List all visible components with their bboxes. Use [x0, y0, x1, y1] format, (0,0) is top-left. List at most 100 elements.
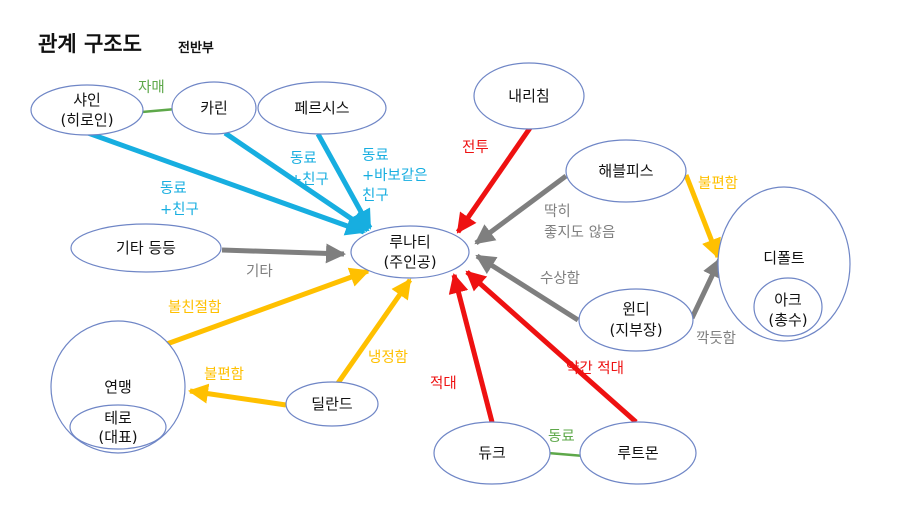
node-shine-line1: 샤인 [73, 91, 101, 109]
svg-text:수상함: 수상함 [540, 270, 580, 287]
svg-text:연맹: 연맹 [104, 378, 132, 396]
label-karin-lunati-2: +친구 [290, 171, 329, 188]
label-ferresis-lunati-3: 친구 [362, 187, 389, 204]
svg-text:(히로인): (히로인) [60, 111, 113, 129]
edge-duke-lutmon [547, 451, 585, 458]
node-lunati: 루나티 (주인공) [350, 225, 470, 279]
edge-shine-karin [141, 107, 177, 114]
node-duke-line1: 듀크 [478, 444, 506, 462]
edge-dilland-yeonmaeng [188, 383, 287, 408]
label-dilland-lunati: 냉정함 [368, 349, 408, 366]
edge-lutmon-lunati [465, 270, 638, 424]
svg-text:페르시스: 페르시스 [294, 99, 349, 117]
node-duke: 듀크 [433, 421, 551, 485]
label-jamae: 자매 [138, 79, 165, 96]
edge-dilland-lunati [335, 278, 413, 385]
node-ark-line1: 아크 [774, 291, 802, 309]
node-lunati-line1: 루나티 [389, 233, 430, 251]
node-dilland: 딜란드 [285, 381, 379, 427]
diagram-title: 관계 구조도 [38, 32, 142, 56]
svg-text:동료: 동료 [160, 181, 187, 197]
svg-text:불편함: 불편함 [698, 175, 738, 192]
node-lutmon: 루트몬 [579, 421, 697, 485]
svg-text:딜란드: 딜란드 [311, 395, 353, 413]
svg-text:테로: 테로 [104, 409, 132, 427]
svg-text:루트몬: 루트몬 [617, 444, 658, 462]
label-lutmon-lunati: 약간 적대 [566, 360, 624, 377]
node-karin-line1: 카린 [200, 99, 228, 117]
node-ferresis: 페르시스 [257, 81, 387, 135]
edge-hablepis-lunati [474, 173, 568, 246]
svg-text:냉정함: 냉정함 [368, 349, 408, 366]
edge-gita-lunati [221, 243, 346, 264]
node-ferresis-line1: 페르시스 [294, 99, 349, 117]
edge-hablepis-depolt [683, 174, 721, 259]
node-depolt-line1: 디폴트 [763, 249, 805, 267]
svg-text:전투: 전투 [462, 139, 489, 156]
svg-text:불친절함: 불친절함 [168, 299, 221, 316]
svg-text:약간 적대: 약간 적대 [566, 360, 624, 377]
label-ferresis-lunati-1: 동료 [362, 148, 389, 164]
label-duke-lutmon: 동료 [548, 429, 575, 445]
svg-text:(대표): (대표) [98, 428, 137, 446]
label-hablepis-lunati-2: 좋지도 않음 [544, 224, 615, 241]
svg-text:딱히: 딱히 [544, 203, 571, 220]
node-dilland-line1: 딜란드 [311, 395, 353, 413]
svg-text:깍듯함: 깍듯함 [696, 330, 736, 347]
node-hablepis: 해블피스 [565, 139, 687, 203]
svg-text:동료: 동료 [362, 148, 389, 164]
svg-text:기타: 기타 [246, 263, 273, 280]
label-nerichim-lunati: 전투 [462, 139, 489, 156]
label-hablepis-lunati-1: 딱히 [544, 203, 571, 220]
node-gita-line1: 기타 등등 [116, 239, 176, 257]
svg-text:내리침: 내리침 [508, 87, 549, 105]
label-gita-lunati: 기타 [246, 263, 273, 280]
label-duke-lunati: 적대 [430, 375, 457, 392]
svg-text:샤인: 샤인 [73, 91, 101, 109]
svg-text:(총수): (총수) [768, 311, 807, 329]
svg-text:친구: 친구 [362, 187, 389, 204]
label-hablepis-depolt: 불편함 [698, 175, 738, 192]
label-karin-lunati-1: 동료 [290, 151, 317, 167]
node-tero: 테로 (대표) [69, 404, 167, 450]
svg-text:적대: 적대 [430, 375, 457, 392]
svg-text:기타 등등: 기타 등등 [116, 239, 176, 257]
node-tero-line1: 테로 [104, 409, 132, 427]
svg-text:동료: 동료 [290, 151, 317, 167]
label-yeonmaeng-lunati: 불친절함 [168, 299, 221, 316]
label-windy-lunati: 수상함 [540, 270, 580, 287]
svg-text:카린: 카린 [200, 99, 228, 117]
label-ferresis-lunati-2: +바보같은 [362, 167, 428, 184]
svg-text:좋지도 않음: 좋지도 않음 [544, 224, 615, 241]
edge-windy-depolt [689, 257, 723, 320]
node-shine: 샤인 (히로인) [30, 84, 144, 136]
edge-windy-lunati [475, 253, 580, 323]
svg-text:듀크: 듀크 [478, 444, 506, 462]
label-shine-lunati-1: 동료 [160, 181, 187, 197]
node-ark: 아크 (총수) [753, 277, 823, 337]
edge-yeonmaeng-lunati [163, 267, 370, 348]
node-ark-line2: (총수) [768, 311, 807, 329]
svg-text:+친구: +친구 [160, 201, 199, 218]
svg-text:루나티: 루나티 [389, 233, 430, 251]
node-gita: 기타 등등 [70, 223, 222, 273]
diagram-subtitle: 전반부 [178, 41, 214, 56]
svg-text:불편함: 불편함 [204, 366, 244, 383]
svg-text:+친구: +친구 [290, 171, 329, 188]
node-windy: 윈디 (지부장) [578, 288, 694, 352]
label-dilland-yeonmaeng: 불편함 [204, 366, 244, 383]
svg-text:(주인공): (주인공) [383, 253, 436, 271]
svg-text:자매: 자매 [138, 79, 165, 96]
node-yeonmaeng-line1: 연맹 [104, 378, 132, 396]
node-windy-line1: 윈디 [622, 300, 650, 318]
label-windy-depolt: 깍듯함 [696, 330, 736, 347]
edge-nerichim-lunati [455, 126, 533, 234]
label-shine-lunati-2: +친구 [160, 201, 199, 218]
svg-text:동료: 동료 [548, 429, 575, 445]
svg-text:(지부장): (지부장) [609, 321, 662, 339]
svg-text:아크: 아크 [774, 291, 802, 309]
edge-shine-lunati [87, 130, 366, 236]
svg-text:디폴트: 디폴트 [763, 249, 805, 267]
